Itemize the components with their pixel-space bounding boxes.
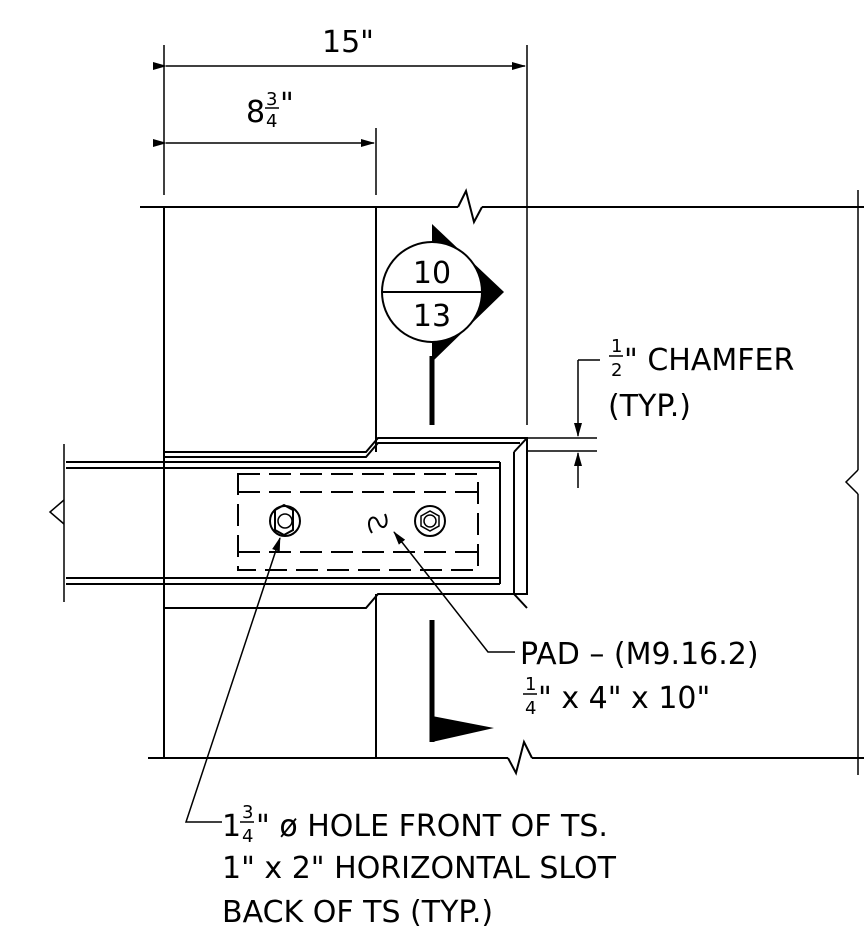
hole-note-line3: BACK OF TS (TYP.) [222,895,493,930]
dimension-label-15: 15" [322,25,374,60]
hole-note-line1: " ø HOLE FRONT OF TS. [256,809,608,844]
pad-callout: PAD – (M9.16.2) 1 4 " x 4" x 10" [393,531,759,719]
bolt-hole-right [423,514,437,528]
nut-hex-right [420,510,440,532]
detail-bubble-top: 10 [413,256,451,291]
bolt-washer-right [414,505,446,537]
cap-plate-inner-top [164,442,520,458]
chamfer-typ: (TYP.) [608,389,691,424]
cap-plate [163,437,528,609]
column [140,188,864,776]
nut-hex-left [274,503,294,537]
break-symbol-bottom [507,739,533,776]
horizontal-tube [48,444,501,602]
pad-outline-dashed [237,473,479,571]
dimension-frac-den: 4 [266,111,277,132]
detail-bubble-bottom: 13 [413,299,451,334]
hole-note-line2: 1" x 2" HORIZONTAL SLOT [222,851,617,886]
bolt-washer-left [269,505,301,537]
break-symbol-top [457,188,483,225]
chamfer-label: " CHAMFER [624,343,794,378]
bolt-right [414,505,446,537]
chamfer-top [513,437,528,453]
weld-symbol: 10 13 [381,224,504,742]
chamfer-bottom [513,593,528,609]
dimension-frac-num: 3 [266,89,277,110]
hole-callout: 1 3 4 " ø HOLE FRONT OF TS. 1" x 2" HORI… [184,537,617,930]
pad-label: PAD – (M9.16.2) [520,637,759,672]
pad-frac-num: 1 [525,674,536,695]
dimension-8-3-4in: 8 3 4 " [153,87,377,195]
pad-leader [393,531,515,653]
bolt-left [269,503,301,537]
break-symbol-left [48,499,65,525]
dimension-whole-8: 8 [246,95,265,130]
hole-frac-den: 4 [242,826,253,847]
pad-size: " x 4" x 10" [538,681,710,716]
chamfer-frac-num: 1 [611,336,622,357]
pad-frac-den: 4 [525,698,536,719]
dimension-inch-mark: " [280,87,294,122]
chamfer-callout: 1 2 " CHAMFER (TYP.) [527,336,794,488]
weld-flag-bottom [432,716,494,742]
hole-leader [184,537,281,823]
hole-size-whole: 1 [222,809,241,844]
dimension-15in: 15" [153,25,528,425]
chamfer-frac-den: 2 [611,360,622,381]
cap-plate-outline [164,437,528,609]
hole-frac-num: 3 [242,802,253,823]
hidden-pad [237,473,479,571]
break-symbol-right [844,469,859,495]
pad-squiggle [368,513,388,534]
bolt-hole-left [277,513,293,529]
